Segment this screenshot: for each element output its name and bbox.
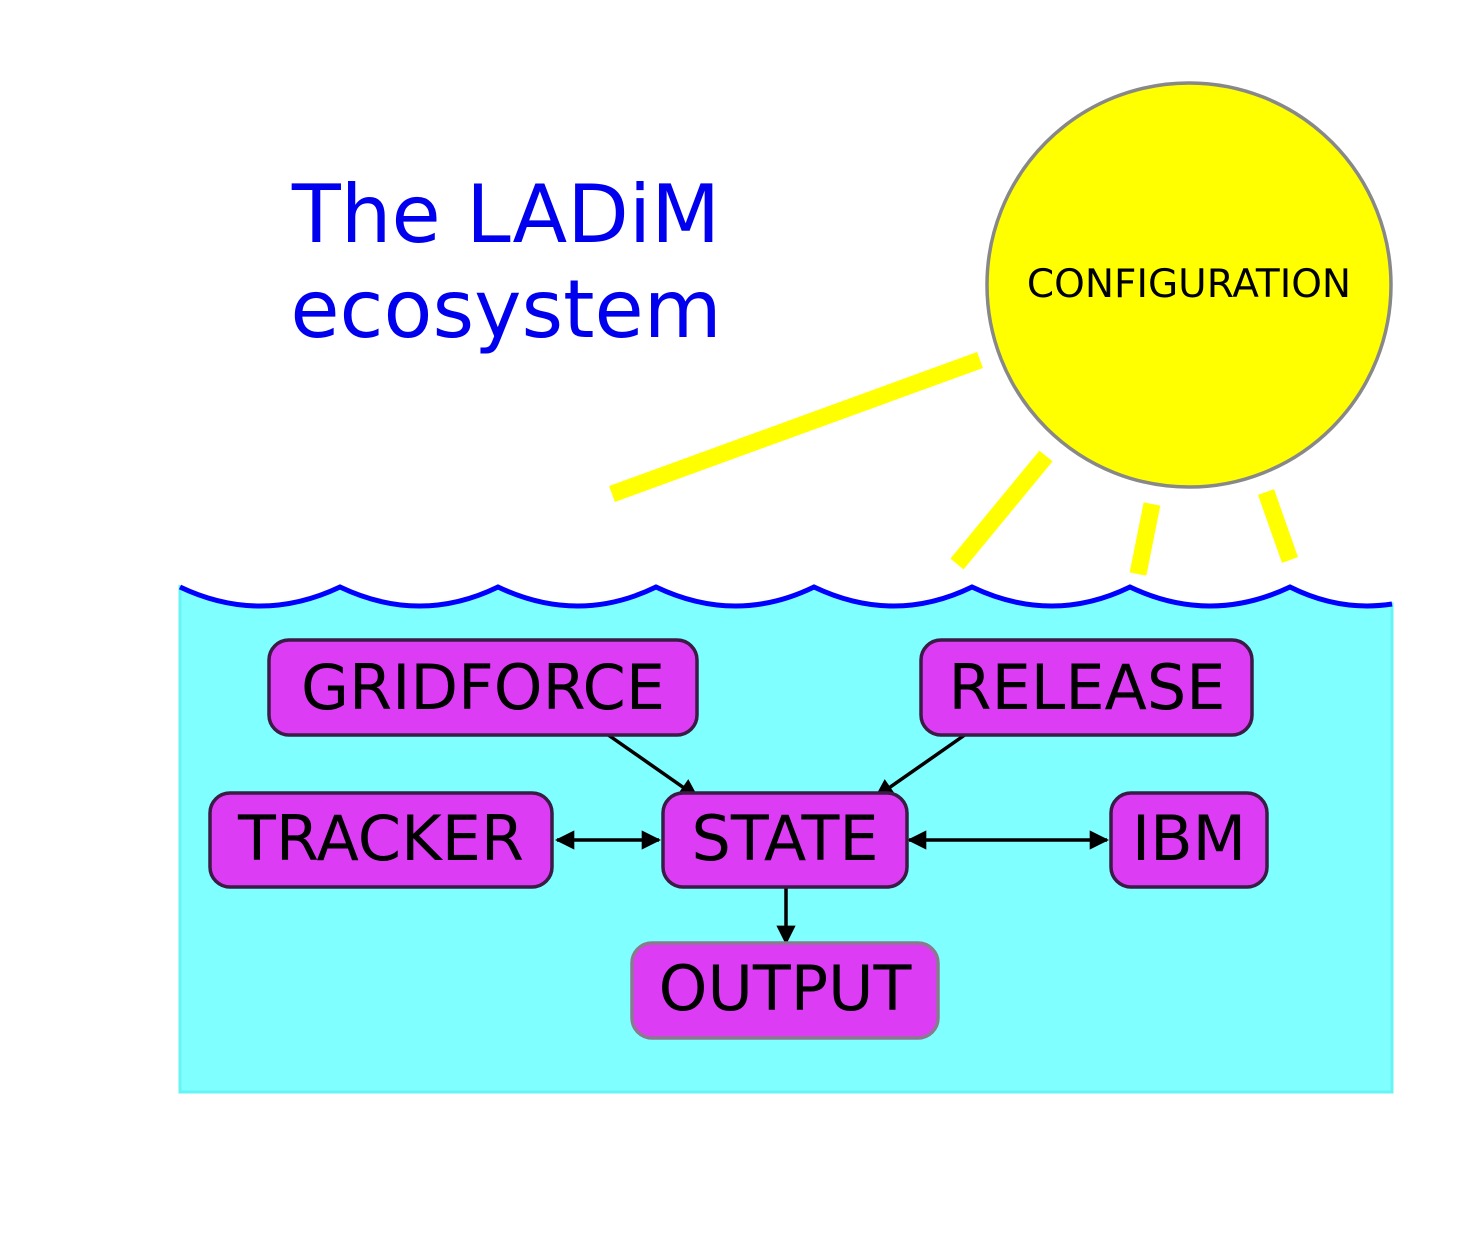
node-output-label: OUTPUT	[659, 952, 913, 1025]
node-gridforce: GRIDFORCE	[267, 638, 699, 737]
title-line-1: The LADiM	[291, 168, 720, 261]
node-output: OUTPUT	[630, 941, 940, 1040]
edge-release-state	[874, 730, 971, 799]
node-tracker-label: TRACKER	[237, 802, 524, 875]
node-state-label: STATE	[691, 802, 878, 875]
sun-label: CONFIGURATION	[1027, 262, 1351, 307]
sun-ray	[950, 450, 1053, 570]
edge-gridforce-state	[602, 730, 699, 799]
node-release: RELEASE	[919, 638, 1254, 737]
node-ibm-box	[1109, 791, 1269, 889]
sun-ray	[609, 352, 983, 502]
water-surface-wave	[178, 584, 1393, 609]
node-tracker-box	[208, 791, 554, 889]
sun-ray	[1257, 489, 1299, 563]
node-gridforce-box	[267, 638, 699, 737]
node-state: STATE	[661, 791, 909, 889]
title-line-2: ecosystem	[290, 263, 721, 356]
node-release-label: RELEASE	[949, 651, 1226, 724]
node-ibm: IBM	[1109, 791, 1269, 889]
sun-ray	[1129, 502, 1161, 576]
node-tracker: TRACKER	[208, 791, 554, 889]
node-release-box	[919, 638, 1254, 737]
node-gridforce-label: GRIDFORCE	[301, 651, 665, 724]
node-ibm-label: IBM	[1132, 802, 1246, 875]
sun-circle	[985, 81, 1393, 489]
node-output-box	[630, 941, 940, 1040]
node-state-box	[661, 791, 909, 889]
